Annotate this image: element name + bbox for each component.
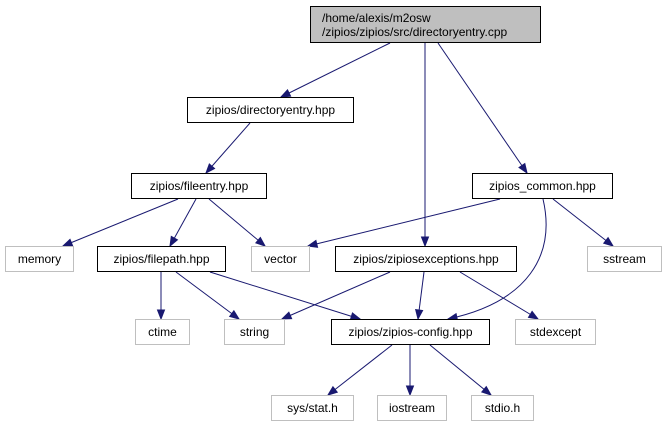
node-label: zipios/directoryentry.hpp bbox=[205, 103, 336, 117]
node-label: zipios_common.hpp bbox=[489, 179, 596, 193]
node-stdio-h[interactable]: stdio.h bbox=[471, 395, 534, 421]
edge-root-to-directoryentry_hpp bbox=[280, 42, 391, 98]
node-label: zipios/fileentry.hpp bbox=[149, 179, 249, 193]
node-label: stdio.h bbox=[484, 401, 521, 415]
edge-zipios_common_hpp-to-zipios_config_hpp bbox=[447, 198, 547, 320]
arrowhead-stdio_h bbox=[480, 385, 493, 396]
node-label: iostream bbox=[388, 401, 435, 415]
node-label-line-2: /zipios/zipios/src/directoryentry.cpp bbox=[322, 25, 508, 39]
node-label: zipios/filepath.hpp bbox=[113, 252, 210, 266]
node-ctime[interactable]: ctime bbox=[135, 319, 190, 345]
arrowhead-vector bbox=[306, 239, 319, 248]
node-label: string bbox=[239, 325, 270, 339]
node-filepath-hpp[interactable]: zipios/filepath.hpp bbox=[97, 246, 226, 272]
arrowhead-zipios_common_hpp bbox=[518, 162, 528, 175]
node-string[interactable]: string bbox=[224, 319, 285, 345]
node-directoryentry-hpp[interactable]: zipios/directoryentry.hpp bbox=[187, 97, 354, 123]
node-memory[interactable]: memory bbox=[5, 246, 74, 272]
node-label: zipios/zipiosexceptions.hpp bbox=[353, 252, 499, 266]
node-fileentry-hpp[interactable]: zipios/fileentry.hpp bbox=[131, 173, 267, 199]
edge-zipiosexceptions_hpp-to-stdexcept bbox=[459, 271, 539, 320]
arrowhead-ctime bbox=[156, 309, 166, 321]
arrowhead-stdexcept bbox=[527, 310, 540, 320]
arrowhead-string bbox=[280, 311, 293, 320]
arrowhead-zipiosexceptions_hpp bbox=[420, 236, 430, 248]
arrowhead-fileentry_hpp bbox=[205, 163, 216, 175]
node-label: sys/stat.h bbox=[287, 401, 338, 415]
node-label: ctime bbox=[148, 325, 177, 339]
arrowhead-vector bbox=[255, 236, 267, 247]
node-zipios-common-hpp[interactable]: zipios_common.hpp bbox=[472, 173, 613, 199]
edge-zipios_common_hpp-to-sstream bbox=[552, 198, 614, 247]
arrowhead-zipios_config_hpp bbox=[415, 309, 424, 321]
edge-root-to-zipios_common_hpp bbox=[437, 42, 528, 174]
node-label: zipios/zipios-config.hpp bbox=[348, 325, 473, 339]
node-directoryentry-cpp[interactable]: /home/alexis/m2osw /zipios/zipios/src/di… bbox=[310, 6, 541, 43]
arrowhead-sys_stat_h bbox=[326, 385, 339, 396]
node-vector[interactable]: vector bbox=[251, 246, 310, 272]
arrowhead-iostream bbox=[405, 385, 415, 397]
node-label: vector bbox=[264, 252, 297, 266]
arrowhead-filepath_hpp bbox=[169, 235, 179, 248]
node-iostream[interactable]: iostream bbox=[377, 395, 447, 421]
edge-zipios_config_hpp-to-stdio_h bbox=[429, 344, 492, 396]
node-sys-stat-h[interactable]: sys/stat.h bbox=[271, 395, 354, 421]
edge-directoryentry_hpp-to-fileentry_hpp bbox=[205, 122, 251, 174]
arrowhead-directoryentry_hpp bbox=[279, 88, 292, 98]
arrowhead-sstream bbox=[602, 236, 615, 247]
node-sstream[interactable]: sstream bbox=[587, 246, 662, 272]
node-label-line-1: /home/alexis/m2osw bbox=[322, 11, 431, 25]
edge-zipiosexceptions_hpp-to-string bbox=[281, 271, 391, 320]
node-label: sstream bbox=[603, 252, 646, 266]
arrowhead-memory bbox=[61, 238, 74, 247]
node-zipios-config-hpp[interactable]: zipios/zipios-config.hpp bbox=[331, 319, 490, 345]
edge-fileentry_hpp-to-memory bbox=[62, 198, 179, 247]
edge-zipios_config_hpp-to-sys_stat_h bbox=[327, 344, 393, 396]
edge-filepath_hpp-to-string bbox=[175, 271, 240, 320]
edge-zipios_common_hpp-to-vector bbox=[307, 198, 501, 247]
node-label: stdexcept bbox=[529, 325, 582, 339]
edge-filepath_hpp-to-zipios_config_hpp bbox=[209, 271, 361, 320]
node-stdexcept[interactable]: stdexcept bbox=[515, 319, 596, 345]
arrowhead-string bbox=[228, 309, 241, 320]
edge-fileentry_hpp-to-vector bbox=[208, 198, 266, 247]
node-label: memory bbox=[17, 252, 62, 266]
node-zipiosexceptions-hpp[interactable]: zipios/zipiosexceptions.hpp bbox=[335, 246, 517, 272]
